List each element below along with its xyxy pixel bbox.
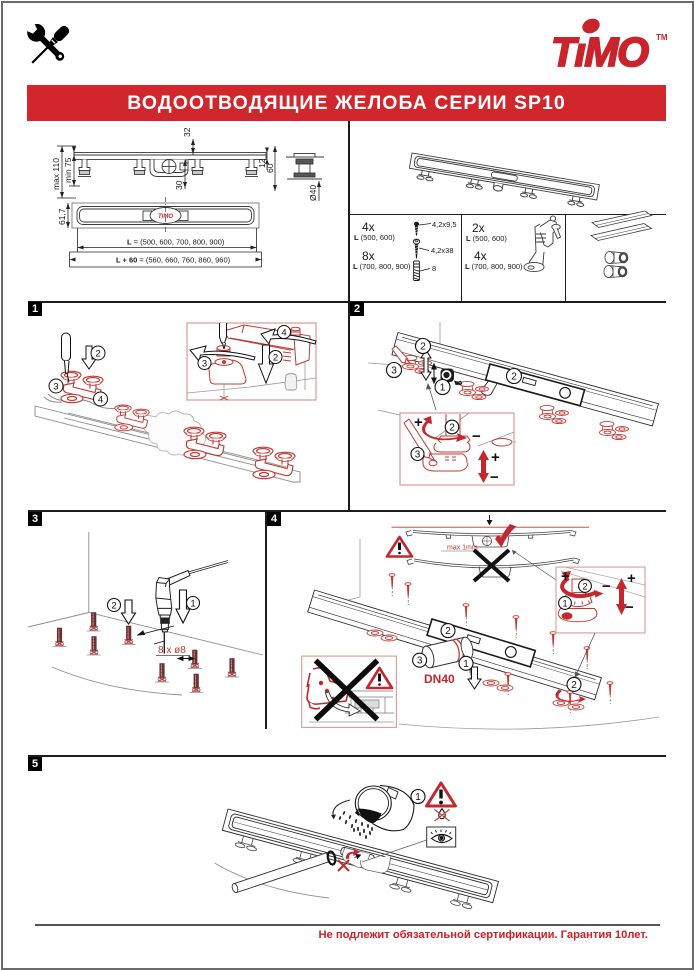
svg-text:2: 2 bbox=[111, 601, 116, 612]
svg-text:1: 1 bbox=[415, 792, 421, 803]
svg-text:2: 2 bbox=[582, 581, 587, 592]
svg-text:3: 3 bbox=[415, 450, 421, 461]
svg-text:2: 2 bbox=[273, 353, 278, 364]
svg-text:3: 3 bbox=[417, 656, 423, 667]
svg-text:max 1mm: max 1mm bbox=[447, 545, 478, 552]
svg-text:60: 60 bbox=[265, 163, 275, 173]
svg-text:4,2x9,5: 4,2x9,5 bbox=[432, 220, 457, 229]
svg-text:2: 2 bbox=[571, 680, 577, 691]
svg-text:4,2x38: 4,2x38 bbox=[431, 246, 454, 255]
svg-text:1: 1 bbox=[562, 598, 567, 609]
svg-text:−: − bbox=[625, 599, 634, 616]
svg-text:8: 8 bbox=[432, 264, 436, 273]
svg-text:3: 3 bbox=[202, 359, 207, 370]
svg-text:3: 3 bbox=[53, 382, 58, 393]
svg-text:TIMO: TIMO bbox=[158, 214, 173, 220]
svg-text:4: 4 bbox=[98, 395, 103, 406]
svg-text:8x: 8x bbox=[362, 249, 375, 263]
svg-text:min 75: min 75 bbox=[63, 157, 73, 183]
svg-text:L + 60 = (560, 660, 760, 860,: L + 60 = (560, 660, 760, 860, 960) bbox=[116, 256, 231, 265]
svg-text:L (500, 600): L (500, 600) bbox=[354, 233, 395, 242]
svg-text:4x: 4x bbox=[474, 249, 487, 263]
svg-text:4: 4 bbox=[281, 328, 286, 339]
svg-text:L (500, 600): L (500, 600) bbox=[466, 234, 507, 243]
svg-text:−: − bbox=[472, 428, 481, 445]
svg-text:Ø40: Ø40 bbox=[308, 185, 318, 201]
svg-text:2: 2 bbox=[445, 626, 451, 637]
svg-text:L = (500, 600, 700, 800, 900): L = (500, 600, 700, 800, 900) bbox=[127, 238, 225, 247]
svg-text:61,7: 61,7 bbox=[57, 208, 67, 225]
svg-text:30: 30 bbox=[174, 180, 184, 190]
svg-text:−: − bbox=[490, 469, 499, 486]
svg-text:8 x ø8: 8 x ø8 bbox=[158, 645, 186, 656]
svg-text:DN40: DN40 bbox=[424, 672, 455, 686]
svg-text:TıMO: TıMO bbox=[551, 29, 649, 72]
svg-text:−: − bbox=[602, 578, 611, 595]
svg-text:+: + bbox=[414, 414, 423, 431]
svg-text:2: 2 bbox=[95, 349, 100, 360]
svg-text:L (700, 800, 900): L (700, 800, 900) bbox=[465, 262, 523, 271]
svg-text:max 110: max 110 bbox=[51, 158, 61, 190]
svg-text:2: 2 bbox=[420, 342, 426, 353]
svg-text:4x: 4x bbox=[362, 220, 375, 234]
svg-text:+: + bbox=[627, 570, 636, 587]
svg-text:L (700, 800, 900): L (700, 800, 900) bbox=[353, 262, 411, 271]
svg-text:1: 1 bbox=[190, 599, 195, 610]
svg-text:1: 1 bbox=[463, 659, 469, 670]
svg-text:2: 2 bbox=[511, 372, 517, 383]
svg-text:2x: 2x bbox=[472, 221, 485, 235]
svg-text:12: 12 bbox=[257, 158, 267, 168]
svg-text:2: 2 bbox=[449, 423, 455, 434]
svg-text:+: + bbox=[491, 449, 500, 466]
svg-text:3: 3 bbox=[391, 366, 397, 377]
svg-text:+: + bbox=[561, 568, 570, 585]
svg-text:TM: TM bbox=[656, 33, 668, 42]
svg-text:32: 32 bbox=[182, 127, 192, 137]
svg-text:1: 1 bbox=[440, 383, 446, 394]
